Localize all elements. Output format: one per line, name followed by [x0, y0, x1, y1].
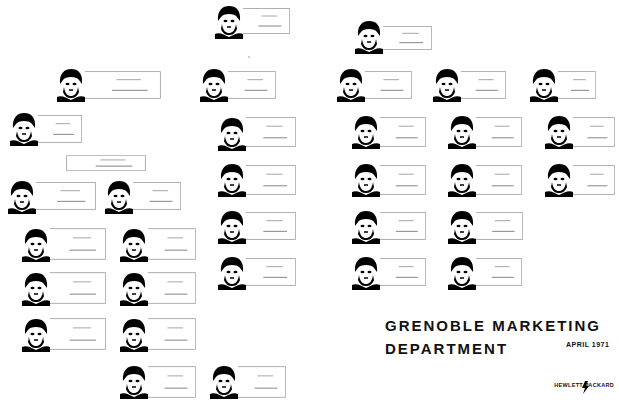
chart-title: GRENOBLE MARKETING DEPARTMENT	[385, 314, 619, 360]
date-label: APRIL 1971	[566, 341, 609, 348]
company-logo-text: HEWLETT PACKARD	[554, 382, 614, 388]
